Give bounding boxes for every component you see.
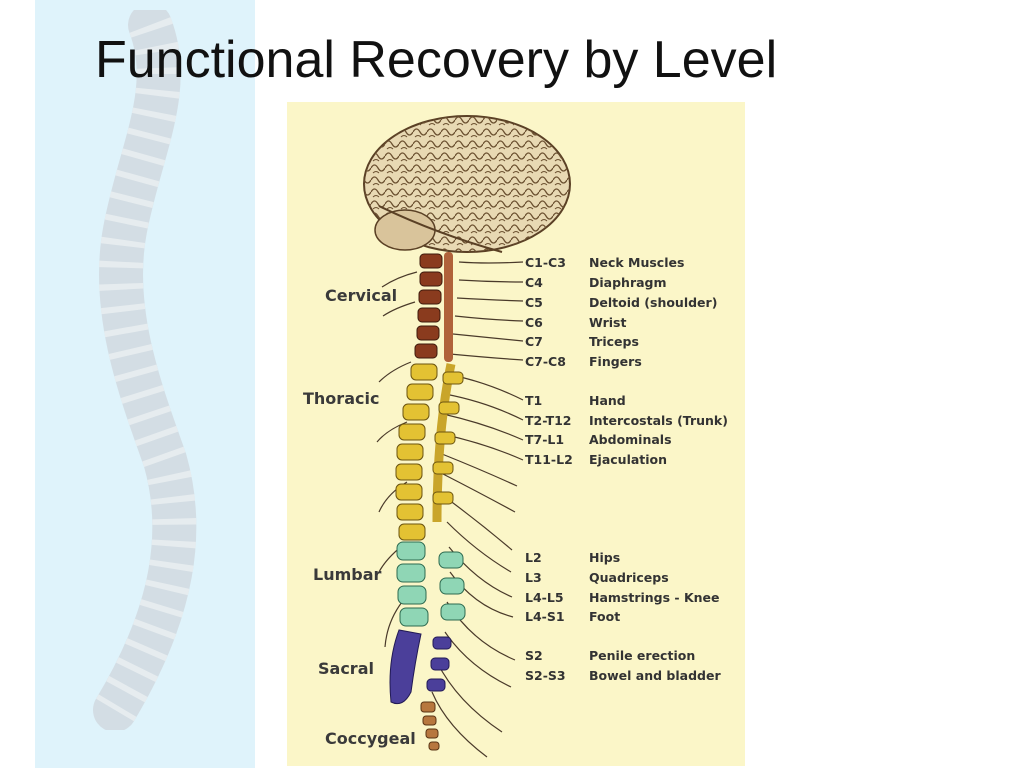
spine-illustration [363, 115, 571, 758]
level-function: Quadriceps [589, 570, 669, 585]
slide-title: Functional Recovery by Level [95, 31, 778, 89]
level-code: S2 [525, 648, 543, 663]
level-function: Neck Muscles [589, 255, 685, 270]
level-function: Foot [589, 609, 621, 624]
level-code: L3 [525, 570, 542, 585]
spinal-cord-cervical [444, 252, 453, 362]
level-function: Bowel and bladder [589, 668, 721, 683]
level-function: Fingers [589, 354, 642, 369]
region-label-lumbar: Lumbar [313, 565, 382, 584]
level-code: T1 [525, 393, 543, 408]
level-code: L4-S1 [525, 609, 565, 624]
lumbar-vertebrae [396, 541, 466, 627]
level-function: Penile erection [589, 648, 696, 663]
spinal-cord-diagram: Cervical Thoracic Lumbar Sacral Coccygea… [287, 102, 745, 766]
level-code: C7 [525, 334, 543, 349]
thoracic-vertebrae [395, 363, 438, 541]
level-function: Triceps [589, 334, 639, 349]
level-code: T7-L1 [525, 432, 565, 447]
level-code: L4-L5 [525, 590, 564, 605]
region-label-thoracic: Thoracic [303, 389, 380, 408]
level-code: T2-T12 [525, 413, 572, 428]
level-function: Abdominals [589, 432, 672, 447]
level-code: C6 [525, 315, 543, 330]
level-function: Hamstrings - Knee [589, 590, 720, 605]
level-code: C5 [525, 295, 543, 310]
level-function: Hips [589, 550, 621, 565]
level-function: Diaphragm [589, 275, 667, 290]
region-label-coccygeal: Coccygeal [325, 729, 416, 748]
level-function: Deltoid (shoulder) [589, 295, 718, 310]
sacral-vertebrae [389, 629, 452, 705]
level-code: C1-C3 [525, 255, 566, 270]
background-spine-watermark [93, 10, 197, 730]
level-code: T11-L2 [525, 452, 573, 467]
level-function: Hand [589, 393, 626, 408]
level-function: Intercostals (Trunk) [589, 413, 728, 428]
level-function: Wrist [589, 315, 627, 330]
level-function: Ejaculation [589, 452, 668, 467]
level-code: C7-C8 [525, 354, 566, 369]
brain-illustration [363, 115, 571, 253]
level-code: L2 [525, 550, 542, 565]
level-code: S2-S3 [525, 668, 566, 683]
coccygeal-vertebrae [420, 701, 440, 751]
cervical-vertebrae [414, 253, 443, 359]
region-label-sacral: Sacral [318, 659, 374, 678]
level-code: C4 [525, 275, 543, 290]
region-label-cervical: Cervical [325, 286, 398, 305]
